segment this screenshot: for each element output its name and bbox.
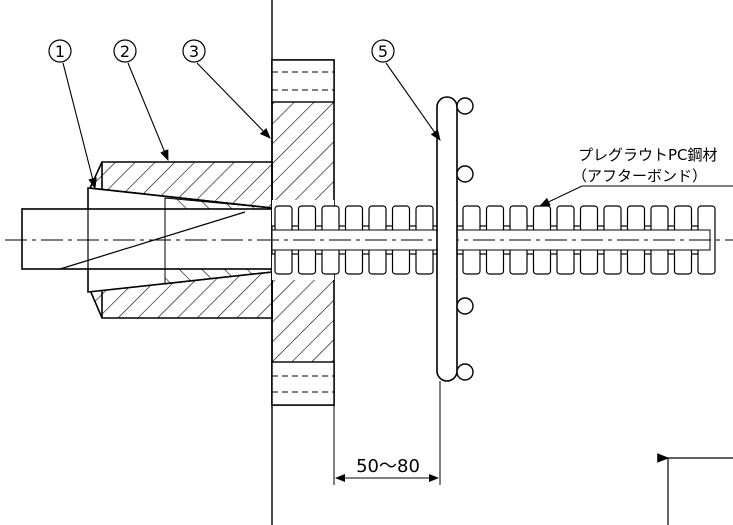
- callout-leaders: [62, 62, 733, 207]
- callout-5: 5: [371, 39, 395, 63]
- svg-text:1: 1: [55, 42, 65, 61]
- svg-text:3: 3: [189, 42, 199, 61]
- tendon-label-sub: （アフターボンド）: [572, 167, 707, 185]
- dimension-50-80: 50〜80: [333, 381, 441, 485]
- partial-frame: [657, 453, 733, 525]
- svg-text:5: 5: [378, 42, 388, 61]
- tendon-label: プレグラウトPC鋼材: [578, 146, 718, 164]
- callout-1: 1: [48, 39, 72, 63]
- dimension-text: 50〜80: [356, 456, 420, 477]
- spiral-reinforcement: [436, 96, 474, 382]
- svg-text:2: 2: [120, 42, 130, 61]
- bar-shaft: [21, 208, 273, 270]
- callout-2: 2: [113, 39, 137, 63]
- callout-3: 3: [182, 39, 206, 63]
